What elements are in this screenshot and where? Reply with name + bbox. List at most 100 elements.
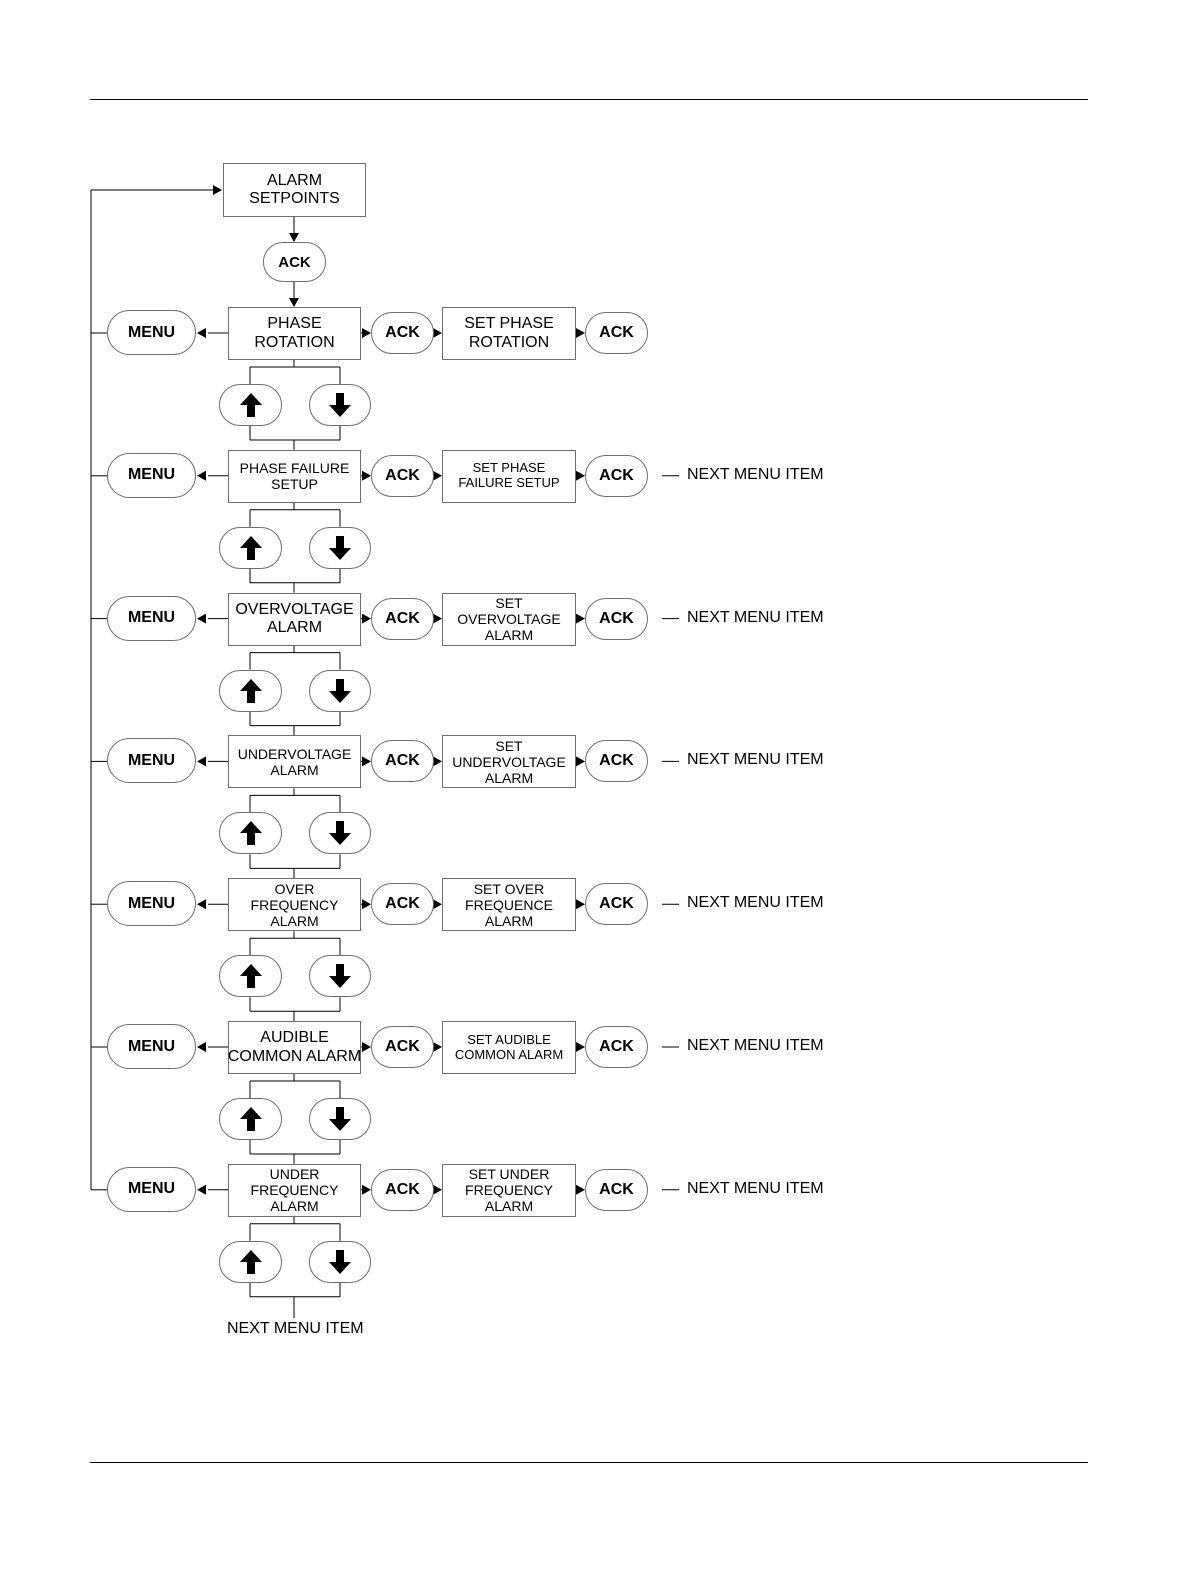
set-box-1-line: SET PHASE bbox=[472, 460, 546, 476]
ack-button-3-b-label: ACK bbox=[599, 752, 634, 770]
menu-button-0-label: MENU bbox=[127, 323, 176, 341]
menu-item-box-6-line: ALARM bbox=[270, 1198, 319, 1215]
arrow-head bbox=[576, 328, 585, 338]
arrow-head bbox=[576, 756, 585, 767]
menu-item-box-1-line: PHASE FAILURE bbox=[239, 460, 350, 477]
ack-button-5-b: ACK bbox=[585, 1026, 648, 1068]
next-menu-item-label-6: NEXT MENU ITEM bbox=[687, 1179, 824, 1197]
arrow-up-icon bbox=[239, 964, 262, 989]
set-box-4-line: ALARM bbox=[484, 912, 534, 929]
arrow-up-icon bbox=[239, 393, 262, 417]
arrow-head bbox=[362, 1184, 371, 1195]
arrow-head bbox=[433, 470, 442, 481]
arrow-head bbox=[576, 1184, 585, 1195]
up-button-3 bbox=[219, 812, 282, 855]
set-box-5-line: COMMON ALARM bbox=[454, 1046, 564, 1062]
ack-button-3-a-label: ACK bbox=[385, 752, 420, 770]
ack-button-5-a-label: ACK bbox=[385, 1038, 420, 1055]
ack-button-3-a: ACK bbox=[371, 740, 434, 783]
up-button-4 bbox=[219, 955, 282, 998]
arrow-head bbox=[362, 613, 371, 624]
set-box-3-line: ALARM bbox=[484, 769, 534, 786]
menu-item-box-4-line: OVER bbox=[274, 880, 315, 897]
up-button-1 bbox=[219, 526, 282, 569]
menu-button-0: MENU bbox=[107, 310, 196, 355]
ack-button-4-a-label: ACK bbox=[385, 895, 420, 913]
alarm-setpoints-box-line: SETPOINTS bbox=[249, 190, 340, 207]
ack-button-start-label: ACK bbox=[278, 253, 311, 271]
up-button-6 bbox=[219, 1240, 282, 1283]
set-box-2-line: SET bbox=[495, 594, 523, 611]
menu-button-3-label: MENU bbox=[127, 751, 176, 769]
up-button-2 bbox=[219, 669, 282, 712]
menu-button-5: MENU bbox=[107, 1024, 196, 1069]
menu-button-4: MENU bbox=[107, 881, 196, 927]
menu-button-6: MENU bbox=[107, 1166, 196, 1212]
set-box-5-line: SET AUDIBLE bbox=[467, 1031, 551, 1047]
ack-button-2-b: ACK bbox=[585, 597, 648, 640]
menu-item-box-2-line: OVERVOLTAGE bbox=[235, 600, 354, 618]
down-button-6 bbox=[309, 1240, 371, 1283]
menu-button-4-label: MENU bbox=[127, 894, 176, 912]
arrow-up-icon bbox=[239, 678, 262, 703]
menu-item-box-4-line: FREQUENCY bbox=[250, 896, 339, 913]
arrow-down-icon bbox=[329, 1249, 351, 1274]
down-button-0 bbox=[309, 384, 371, 426]
ack-button-1-b-label: ACK bbox=[599, 466, 634, 484]
next-menu-item-label-5: NEXT MENU ITEM bbox=[687, 1037, 824, 1054]
arrow-down-icon bbox=[329, 964, 351, 989]
arrow-head bbox=[197, 470, 206, 481]
ack-button-6-a: ACK bbox=[371, 1168, 434, 1211]
down-button-4 bbox=[309, 955, 371, 998]
ack-button-1-a-label: ACK bbox=[385, 466, 420, 484]
ack-button-2-a-label: ACK bbox=[385, 609, 420, 627]
set-box-2-line: OVERVOLTAGE bbox=[457, 611, 561, 628]
arrow-head bbox=[576, 613, 585, 624]
arrow-up-icon bbox=[239, 1107, 262, 1131]
ack-button-0-a: ACK bbox=[371, 312, 434, 354]
set-box-6-line: SET UNDER bbox=[468, 1166, 550, 1183]
down-button-1 bbox=[309, 526, 371, 569]
arrow-head bbox=[433, 613, 442, 624]
top-rule bbox=[90, 99, 1088, 100]
down-button-3 bbox=[309, 812, 371, 855]
set-box-4-line: FREQUENCE bbox=[465, 896, 553, 913]
bottom-rule bbox=[90, 1462, 1088, 1463]
ack-button-1-b: ACK bbox=[585, 454, 648, 497]
menu-item-box-3-line: UNDERVOLTAGE bbox=[237, 745, 352, 762]
menu-item-box-5-line: COMMON ALARM bbox=[227, 1047, 362, 1065]
ack-button-4-a: ACK bbox=[371, 883, 434, 926]
arrow-head bbox=[197, 613, 206, 624]
next-menu-item-label-4: NEXT MENU ITEM bbox=[687, 894, 824, 912]
ack-button-6-a-label: ACK bbox=[385, 1180, 420, 1198]
menu-item-box-5-line: AUDIBLE bbox=[260, 1029, 329, 1047]
set-box-6-line: ALARM bbox=[484, 1198, 534, 1215]
ack-button-4-b: ACK bbox=[585, 883, 648, 926]
menu-button-2-label: MENU bbox=[127, 609, 176, 627]
menu-button-1-label: MENU bbox=[127, 466, 176, 484]
arrow-head bbox=[197, 756, 206, 767]
menu-button-3: MENU bbox=[107, 738, 196, 784]
up-button-0 bbox=[219, 384, 282, 426]
ack-button-2-b-label: ACK bbox=[599, 609, 634, 627]
alarm-setpoints-box-line: ALARM bbox=[266, 171, 323, 189]
ack-button-0-b-label: ACK bbox=[599, 324, 634, 341]
set-box-1-line: FAILURE SETUP bbox=[458, 475, 560, 491]
arrow-head bbox=[362, 756, 371, 767]
next-menu-item-label-3: NEXT MENU ITEM bbox=[687, 751, 824, 769]
ack-button-0-b: ACK bbox=[585, 312, 648, 354]
ack-button-start: ACK bbox=[263, 242, 326, 282]
arrow-head bbox=[197, 328, 206, 338]
arrow-head bbox=[576, 1042, 585, 1052]
set-box-6-line: FREQUENCY bbox=[465, 1182, 553, 1199]
menu-item-box-6-line: FREQUENCY bbox=[250, 1182, 339, 1199]
menu-item-box-6-line: UNDER bbox=[269, 1166, 320, 1183]
arrow-down-icon bbox=[329, 678, 351, 703]
arrow-head bbox=[576, 470, 585, 481]
ack-button-4-b-label: ACK bbox=[599, 895, 634, 913]
